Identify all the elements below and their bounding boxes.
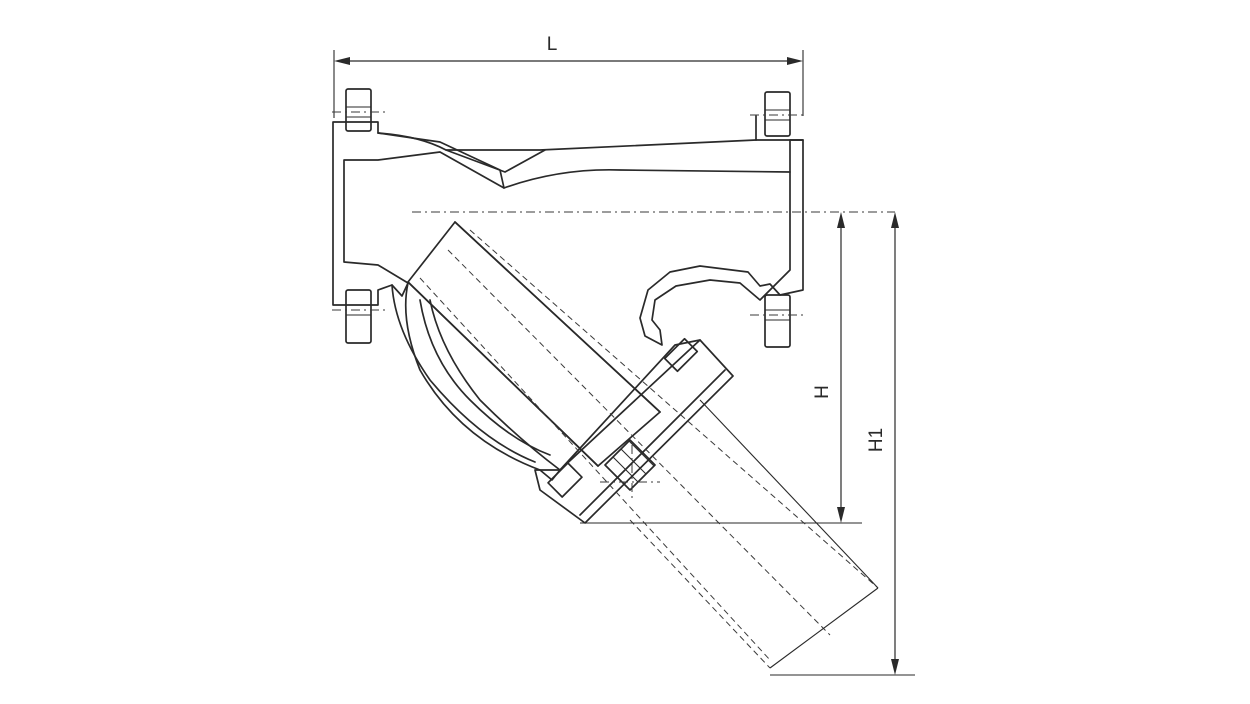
dimension-label-l: L xyxy=(547,34,558,55)
arrow-bottom xyxy=(891,659,899,675)
left-flange xyxy=(332,88,505,344)
arrow-left xyxy=(334,57,350,65)
arrow-top xyxy=(837,212,845,228)
right-flange xyxy=(639,91,806,348)
strainer-barrel xyxy=(407,221,661,467)
dimension-height-total: H1 xyxy=(770,212,915,676)
dimension-label-h1: H1 xyxy=(866,428,887,452)
dimension-height: H xyxy=(580,212,862,524)
dimension-label-h: H xyxy=(812,385,833,399)
cover-flange xyxy=(534,337,734,524)
drain-plug xyxy=(600,439,660,500)
arrow-right xyxy=(787,57,803,65)
valve-body xyxy=(377,132,791,481)
screen-withdrawal xyxy=(419,229,879,669)
arrow-top xyxy=(891,212,899,228)
arrow-bottom xyxy=(837,507,845,523)
dimension-length: L xyxy=(333,34,804,118)
